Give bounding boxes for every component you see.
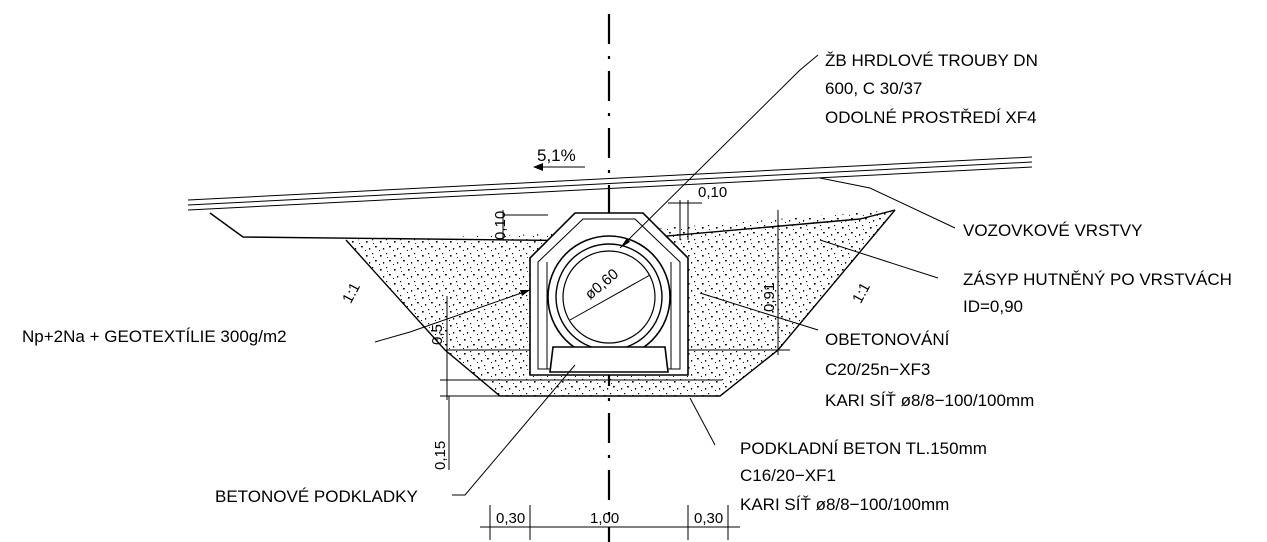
dim-drain-height: 0,5 (429, 324, 446, 345)
dim-side-height: 0,91 (761, 283, 778, 312)
dim-bottom-right: 0,30 (694, 510, 723, 527)
backfill-label-line-1: ZÁSYP HUTNĚNÝ PO VRSTVÁCH (963, 270, 1232, 289)
backfill-label-line-2: ID=0,90 (963, 297, 1023, 316)
concrete-encasement (529, 212, 689, 376)
dim-cover-top: 0,10 (492, 211, 509, 240)
leader-lines (374, 54, 956, 496)
drain-label: Np+2Na + GEOTEXTÍLIE 300g/m2 (22, 327, 287, 346)
pipe-label-line-1: ŽB HRDLOVÉ TROUBY DN (825, 51, 1038, 70)
base-label-line-1: PODKLADNÍ BETON TL.150mm (740, 439, 987, 458)
encasement-label-line-2: C20/25n−XF3 (825, 360, 930, 379)
dim-bottom-left: 0,30 (496, 510, 525, 527)
dimension-lines (440, 200, 790, 540)
pipe-label-line-2: 600, C 30/37 (825, 79, 922, 98)
dim-base-height: 0,15 (432, 441, 449, 470)
base-label-line-2: C16/20−XF1 (740, 466, 836, 485)
road-label: VOZOVKOVÉ VRSTVY (963, 221, 1143, 240)
dim-bottom-mid: 1,00 (590, 510, 619, 527)
slope-ratio-left: 1:1 (339, 280, 364, 306)
slope-label: 5,1% (537, 146, 576, 165)
saddle (549, 346, 669, 373)
saddle-label: BETONOVÉ PODKLADKY (215, 487, 418, 506)
slope-ratio-right: 1:1 (849, 280, 874, 306)
encasement-label-line-1: OBETONOVÁNÍ (825, 330, 950, 349)
pipe-label-line-3: ODOLNÉ PROSTŘEDÍ XF4 (825, 108, 1037, 127)
base-label-line-3: KARI SÍŤ ø8/8−100/100mm (740, 495, 949, 514)
slope-arrow (533, 163, 585, 171)
encasement-label-line-3: KARI SÍŤ ø8/8−100/100mm (825, 391, 1034, 410)
dim-wall-top: 0,10 (698, 184, 727, 201)
